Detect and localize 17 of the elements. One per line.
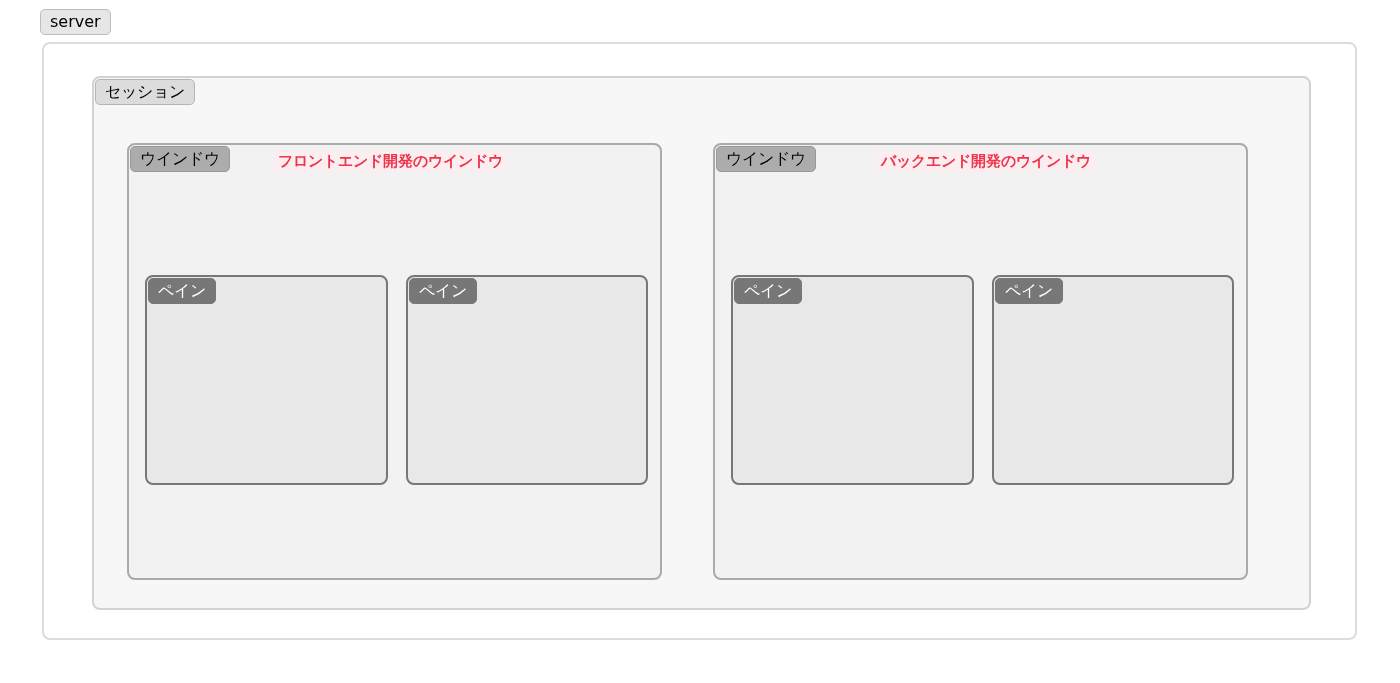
session-box xyxy=(92,76,1311,610)
pane-box xyxy=(731,275,974,485)
pane-box xyxy=(406,275,648,485)
window-caption: バックエンド開発のウインドウ xyxy=(877,150,1095,172)
section-label: ペイン xyxy=(734,278,802,304)
window-box xyxy=(713,143,1248,580)
section-label: ペイン xyxy=(409,278,477,304)
section-label: ペイン xyxy=(995,278,1063,304)
pane-box xyxy=(145,275,388,485)
window-box xyxy=(127,143,662,580)
window-caption: フロントエンド開発のウインドウ xyxy=(274,150,507,172)
section-label: server xyxy=(40,9,111,35)
section-label: ウインドウ xyxy=(130,146,230,172)
section-label: ウインドウ xyxy=(716,146,816,172)
section-label: セッション xyxy=(95,79,195,105)
pane-box xyxy=(992,275,1234,485)
section-label: ペイン xyxy=(148,278,216,304)
